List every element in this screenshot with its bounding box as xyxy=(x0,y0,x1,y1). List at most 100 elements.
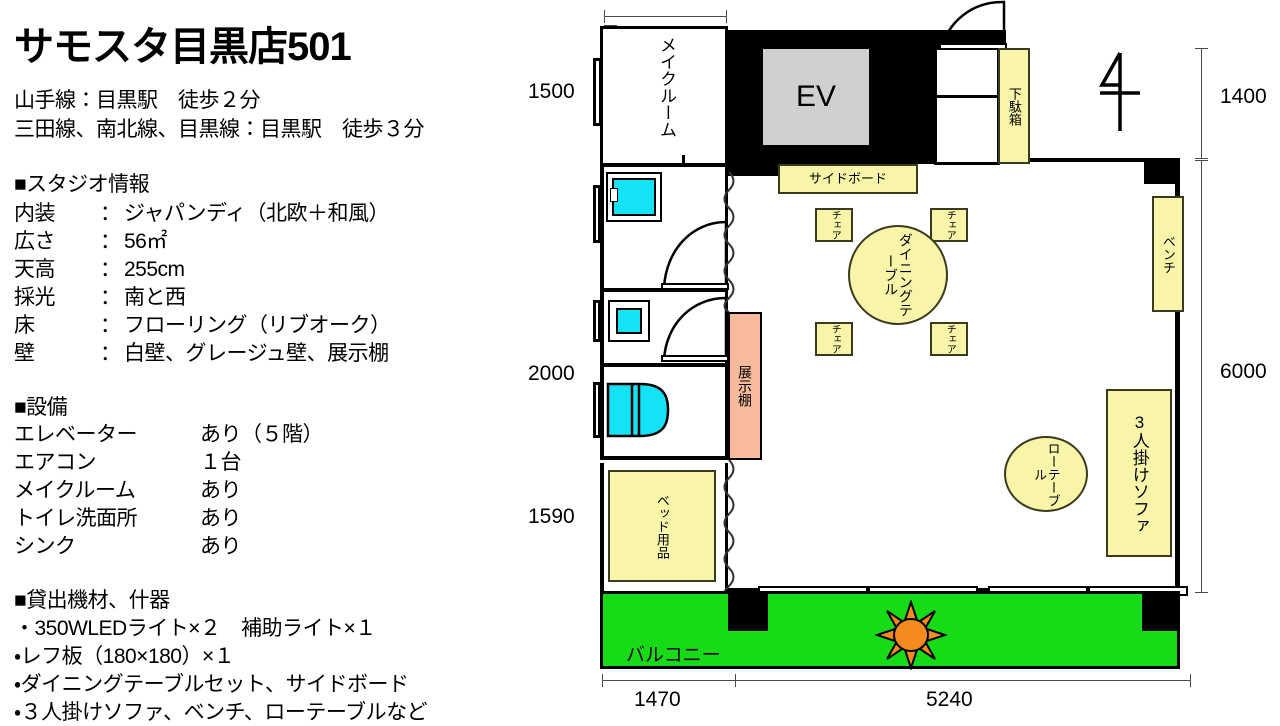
column-balcony-left xyxy=(728,591,768,631)
furniture-sofa: 3人掛けソファ xyxy=(1106,389,1172,557)
studio-info-row-naisou: 内装：ジャパンディ（北欧＋和風） xyxy=(14,197,390,227)
dimline xyxy=(1201,160,1202,592)
row-key: エレベーター xyxy=(14,423,138,446)
dimension-bottom-5240: 5240 xyxy=(926,688,973,711)
chair-label: チェア xyxy=(944,210,956,240)
row-value: 255cm xyxy=(124,258,185,281)
row-value: あり xyxy=(200,479,242,502)
row-sep: ： xyxy=(100,202,121,225)
make-room-label: メイクルーム xyxy=(657,36,676,138)
elevator-label: EV xyxy=(795,80,837,113)
bench-label: ベンチ xyxy=(1160,234,1176,274)
row-value: ジャパンディ（北欧＋和風） xyxy=(124,202,390,225)
entrance-vestibule xyxy=(934,47,1000,165)
dim-tick xyxy=(1190,674,1191,687)
furniture-chair: チェア xyxy=(815,208,853,242)
north-arrow-icon xyxy=(1099,52,1140,131)
row-sep: ： xyxy=(100,230,121,253)
dim-tick xyxy=(1195,592,1208,593)
furniture-sideboard: サイドボード xyxy=(778,164,918,194)
dimension-right-1400: 1400 xyxy=(1220,85,1267,108)
furniture-dining-table: ダイニングテーブル xyxy=(848,225,948,325)
row-key: エアコン xyxy=(14,451,97,474)
facility-row-toilet: トイレ洗面所 あり xyxy=(14,502,242,532)
toilet-fixture-icon xyxy=(606,382,670,438)
row-key: トイレ洗面所 xyxy=(14,507,138,530)
facilities-heading: ■設備 xyxy=(14,396,68,419)
window-toilet xyxy=(593,382,601,438)
sink-basin-icon xyxy=(612,178,656,216)
furniture-bench: ベンチ xyxy=(1152,196,1184,312)
facility-row-aircon: エアコン １台 xyxy=(14,446,242,476)
chair-label: チェア xyxy=(944,324,956,354)
low-table-label: ローテーブル xyxy=(1032,441,1061,507)
dim-tick xyxy=(735,674,736,687)
row-value: あり xyxy=(200,507,242,530)
vestibule-divider xyxy=(934,95,1000,98)
column-top-right xyxy=(1144,158,1180,184)
shoe-cabinet-label: 下駄箱 xyxy=(1006,86,1022,126)
elevator-box: EV xyxy=(762,48,870,146)
chair-label: チェア xyxy=(829,324,841,354)
equipment-heading: ■貸出機材、什器 xyxy=(14,589,170,612)
furniture-chair: チェア xyxy=(930,322,968,356)
access-line-1: 山手線：目黒駅 徒歩２分 xyxy=(14,89,261,112)
row-value: １台 xyxy=(200,451,242,474)
dim-tick xyxy=(1195,158,1208,159)
studio-info-row-kabe: 壁：白壁、グレージュ壁、展示棚 xyxy=(14,337,389,367)
row-value: 南と西 xyxy=(124,286,186,309)
row-value: あり（５階） xyxy=(200,423,324,446)
row-value: あり xyxy=(200,535,242,558)
sideboard-label: サイドボード xyxy=(808,171,887,187)
window-make-room xyxy=(593,58,602,126)
studio-info-row-saikou: 採光：南と西 xyxy=(14,281,186,311)
studio-info-row-yuka: 床：フローリング（リブオーク） xyxy=(14,309,391,339)
bedding-label: ベッド用品 xyxy=(654,493,670,559)
chair-label: チェア xyxy=(829,210,841,240)
dimension-right-6000: 6000 xyxy=(1220,360,1267,383)
row-value: 56㎡ xyxy=(124,230,167,253)
dimension-bottom-1470: 1470 xyxy=(634,688,681,711)
equipment-item-3: ・３人掛けソファ、ベンチ、ローテーブルなど xyxy=(14,701,428,724)
window-sink-room xyxy=(593,185,601,243)
equipment-item-0: ・350WLEDライト×２ 補助ライト×１ xyxy=(14,617,376,640)
row-sep: ： xyxy=(100,258,121,281)
sink-faucet-icon xyxy=(610,188,618,202)
floor-plan: 1500 2000 1590 1400 6000 1470 xyxy=(528,0,1280,720)
furniture-low-table: ローテーブル xyxy=(1004,436,1088,512)
row-key: 天高 xyxy=(14,258,56,281)
facility-row-elevator: エレベーター あり（５階） xyxy=(14,418,324,448)
sun-icon xyxy=(875,600,947,670)
washbasin-icon xyxy=(616,308,642,334)
page-title: サモスタ目黒店501 xyxy=(14,25,352,69)
studio-info-row-tenkou: 天高 ：255cm xyxy=(14,253,185,283)
dimline xyxy=(602,680,1190,681)
row-value: 白壁、グレージュ壁、展示棚 xyxy=(124,342,389,365)
sink-room-door-swing-icon xyxy=(661,220,729,290)
curtain-wave-icon xyxy=(723,460,735,592)
dimline xyxy=(1201,48,1202,158)
dimension-left-2000: 2000 xyxy=(528,362,575,385)
dimension-left-1590: 1590 xyxy=(528,505,575,528)
display-shelf-label: 展示棚 xyxy=(737,365,753,407)
wall-top-right xyxy=(1030,158,1180,162)
row-key: 床 xyxy=(14,314,35,337)
dim-tick xyxy=(604,10,605,23)
equipment-item-1: ・レフ板（180×180）×１ xyxy=(14,645,235,668)
row-key: 壁 xyxy=(14,342,35,365)
window-washbasin xyxy=(593,300,601,342)
entrance-door-swing-icon xyxy=(939,0,1007,50)
furniture-chair: チェア xyxy=(815,322,853,356)
row-key: メイクルーム xyxy=(14,479,136,502)
wall-right-outer xyxy=(1175,158,1180,594)
facility-row-sink: シンクあり xyxy=(14,530,242,560)
furniture-chair: チェア xyxy=(930,208,968,242)
dimension-left-1500: 1500 xyxy=(528,80,575,103)
furniture-shoe-cabinet: 下駄箱 xyxy=(998,48,1030,164)
row-sep: ： xyxy=(100,314,121,337)
dining-table-label: ダイニングテーブル xyxy=(883,233,914,317)
row-sep: ： xyxy=(100,286,121,309)
equipment-item-2: ・ダイニングテーブルセット、サイドボード xyxy=(14,673,409,696)
balcony-label: バルコニー xyxy=(626,645,721,666)
dim-tick xyxy=(1195,160,1208,161)
